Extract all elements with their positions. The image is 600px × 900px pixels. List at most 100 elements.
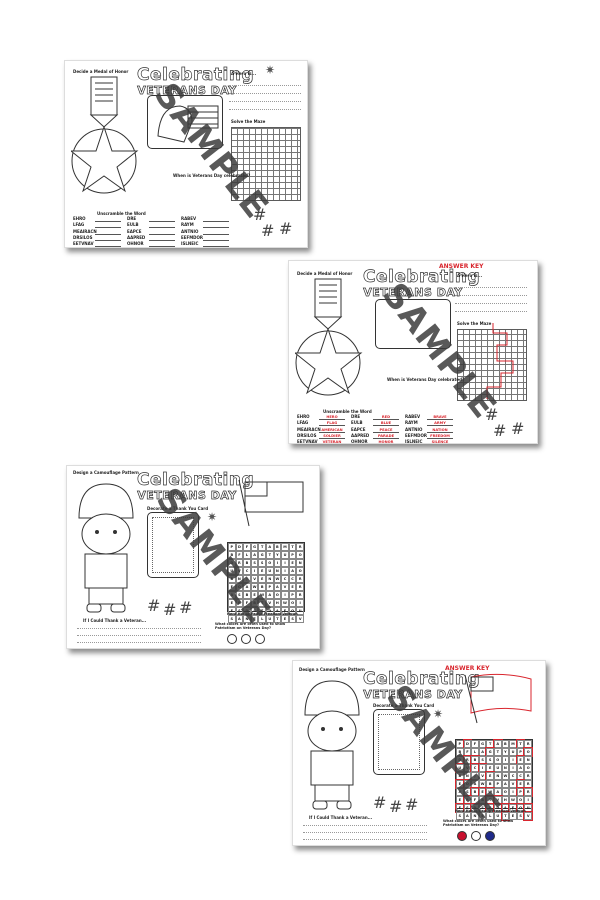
word-search-cell: M <box>509 740 517 748</box>
word-search-cell: P <box>517 748 525 756</box>
word-search-cell: S <box>486 756 494 764</box>
word-search-cell: F <box>471 740 479 748</box>
writing-line <box>229 85 301 86</box>
flag-dot-to-dot-solved <box>461 671 541 727</box>
medal-icon <box>295 277 375 397</box>
medal-label: Decide a Medal of Honor <box>297 271 352 276</box>
word-search-cell: P <box>289 551 297 559</box>
word-search-cell: U <box>266 567 274 575</box>
worksheet-page-2-answer-key: ANSWER KEY Celebrating VETERANS DAY Deci… <box>288 260 538 444</box>
worksheet-page-4-answer-key: ANSWER KEY Design a Camouflage Pattern C… <box>292 660 546 846</box>
tic-tac-toe-icon: # <box>511 421 524 437</box>
word-search-cell: P <box>517 788 525 796</box>
word-search-cell: S <box>251 559 259 567</box>
word-search-cell: I <box>502 756 510 764</box>
word-search-cell: N <box>296 559 304 567</box>
writing-line <box>303 832 427 833</box>
word-search-cell: O <box>494 756 502 764</box>
word-search-cell: A <box>251 551 259 559</box>
worksheet-page-1: Celebrating VETERANS DAY Decide a Medal … <box>64 60 308 248</box>
word-search-cell: B <box>274 543 282 551</box>
word-search-cell: E <box>517 756 525 764</box>
word-search-cell: T <box>258 543 266 551</box>
color-circle-blue <box>485 831 495 841</box>
word-search-cell: C <box>281 575 289 583</box>
word-search-cell: N <box>502 764 510 772</box>
writing-line <box>455 287 527 288</box>
writing-line <box>303 825 427 826</box>
word-search-cell: C <box>517 772 525 780</box>
word-search-cell: A <box>479 748 487 756</box>
word-search-cell: E <box>289 583 297 591</box>
word-search-cell: Y <box>274 551 282 559</box>
design-label: Design a Camouflage Pattern <box>299 667 365 672</box>
word-search-cell: I <box>296 599 304 607</box>
soldier-boy-illustration <box>299 675 365 815</box>
word-search-cell: T <box>266 551 274 559</box>
word-search-cell: Y <box>502 748 510 756</box>
word-search-cell: G <box>258 551 266 559</box>
word-search-cell: T <box>486 740 494 748</box>
word-search-cell: I <box>509 756 517 764</box>
color-circle[interactable] <box>255 634 265 644</box>
word-search-cell: S <box>479 756 487 764</box>
medal-label: Decide a Medal of Honor <box>73 69 128 74</box>
word-search-cell: T <box>289 543 297 551</box>
word-search-cell: A <box>289 567 297 575</box>
word-search-cell: I <box>509 788 517 796</box>
hero-label: A Hero Is... <box>231 71 256 76</box>
word-search-cell: R <box>296 591 304 599</box>
word-search-cell: V <box>281 583 289 591</box>
word-search-cell: M <box>281 543 289 551</box>
writing-line <box>77 635 201 636</box>
word-search-cell: O <box>296 567 304 575</box>
word-search-cell: O <box>296 551 304 559</box>
thank-label: If I Could Thank a Veteran... <box>83 618 146 623</box>
tic-tac-toe-icon: # <box>389 799 402 815</box>
word-search-cell: A <box>266 543 274 551</box>
word-search-cell: W <box>274 575 282 583</box>
color-circle-white <box>471 831 481 841</box>
word-search-cell: A <box>494 740 502 748</box>
word-search-cell: R <box>296 543 304 551</box>
word-search-cell: R <box>524 788 532 796</box>
word-search-cell: N <box>266 575 274 583</box>
word-search-cell: G <box>479 740 487 748</box>
word-search-cell: V <box>509 780 517 788</box>
firework-icon: ✷ <box>265 63 275 77</box>
writing-line <box>455 295 527 296</box>
color-circle[interactable] <box>241 634 251 644</box>
writing-line <box>455 311 527 312</box>
word-search-cell: P <box>289 591 297 599</box>
writing-line <box>455 303 527 304</box>
medal-icon <box>71 75 151 195</box>
scramble-list: EHRODRERABEV LFAGEULBRAYM MEAIRACNEAPCEA… <box>73 216 235 247</box>
flag-dot-to-dot <box>235 476 313 530</box>
word-search-cell: A <box>502 780 510 788</box>
word-search-cell: B <box>502 740 510 748</box>
worksheet-page-3: Design a Camouflage Pattern Celebrating … <box>66 465 320 649</box>
word-search-cell: O <box>524 748 532 756</box>
color-circle[interactable] <box>227 634 237 644</box>
maze-label: Solve the Maze <box>231 119 265 124</box>
word-search-cell: G <box>251 543 259 551</box>
writing-line <box>303 839 427 840</box>
word-search-cell: R <box>296 583 304 591</box>
word-search-cell: I <box>509 764 517 772</box>
word-search-cell: O <box>524 764 532 772</box>
word-search-cell: C <box>289 575 297 583</box>
word-search-cell: O <box>517 796 525 804</box>
tic-tac-toe-icon: # <box>373 795 386 811</box>
writing-line <box>229 93 301 94</box>
word-search-cell: I <box>281 559 289 567</box>
word-search-cell: E <box>289 559 297 567</box>
word-search-cell: U <box>281 551 289 559</box>
word-search-cell: A <box>274 583 282 591</box>
word-search-cell: R <box>524 772 532 780</box>
word-search-cell: N <box>524 756 532 764</box>
word-search-cell: R <box>524 780 532 788</box>
word-search-cell: T <box>517 740 525 748</box>
word-search-cell: L <box>471 748 479 756</box>
word-search-cell: W <box>281 599 289 607</box>
hero-label: A Hero Is... <box>457 273 482 278</box>
